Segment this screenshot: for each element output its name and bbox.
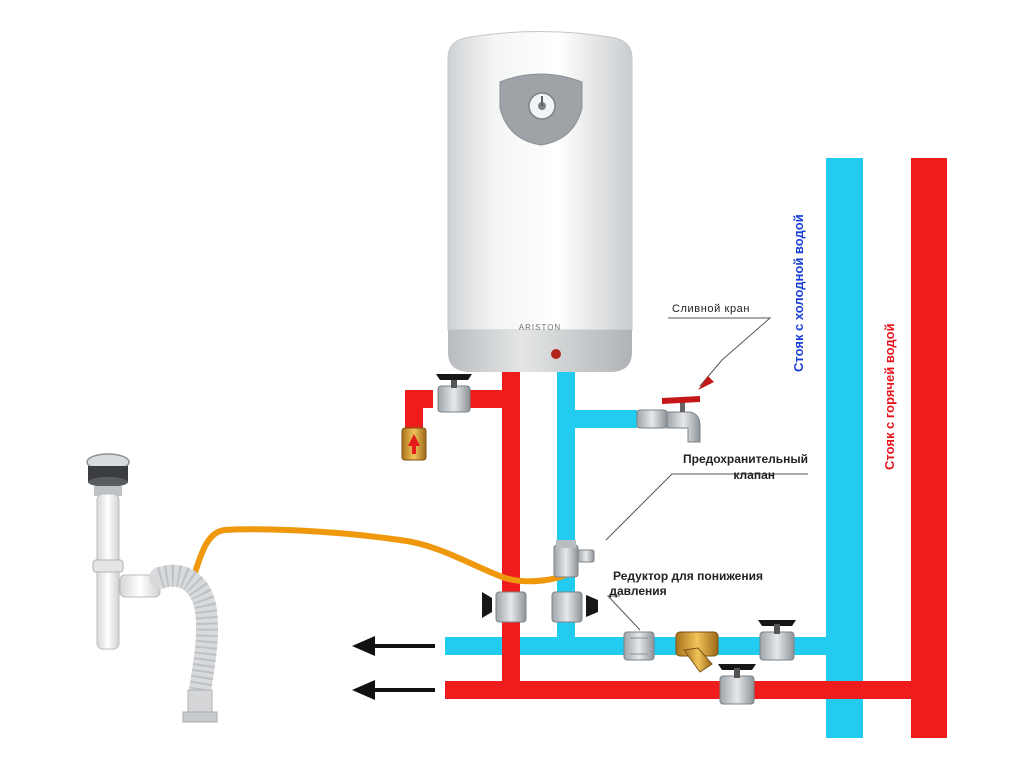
cold-riser-label: Стояк с холодной водой (791, 214, 806, 372)
cold-inlet-pipe (557, 370, 637, 655)
ball-valve-icon (718, 664, 756, 705)
pressure-reducer-icon (623, 631, 655, 661)
safety-valve-label-line2: клапан (733, 468, 775, 482)
flow-arrow-icon (352, 680, 435, 700)
ball-valve-icon (482, 591, 527, 623)
hot-distribution-pipe (445, 681, 915, 699)
hot-riser (911, 158, 947, 738)
cold-riser (826, 158, 863, 738)
hot-riser-label: Стояк с горячей водой (882, 323, 897, 470)
ball-valve-icon (436, 374, 472, 413)
safety-valve-label-line1: Предохранительный (683, 452, 808, 466)
reducer-label-line2: давления (609, 584, 666, 598)
sink-siphon-icon (86, 453, 219, 723)
ball-valve-icon (758, 620, 796, 661)
drain-tap-icon (636, 396, 701, 443)
ball-valve-icon (551, 591, 598, 623)
safety-valve-icon (553, 540, 595, 578)
check-valve-icon (401, 427, 427, 461)
drain-valve-label: Сливной кран (672, 303, 750, 315)
reducer-label-line1: Редуктор для понижения (613, 569, 763, 583)
leader-lines (605, 317, 808, 631)
water-heater-icon: ARISTON (447, 31, 633, 372)
filter-icon (675, 631, 719, 673)
drain-tap-pointer (698, 376, 714, 390)
heater-brand: ARISTON (519, 323, 561, 332)
flow-arrow-icon (352, 636, 435, 656)
drain-hose (191, 526, 578, 585)
